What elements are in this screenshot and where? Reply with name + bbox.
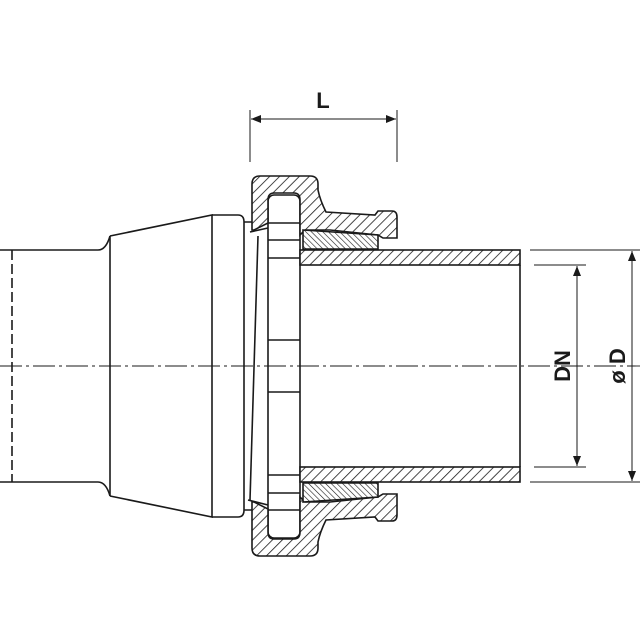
dimension-D [530, 249, 640, 483]
union-nut-top [251, 175, 398, 239]
label-D: ø D [605, 348, 630, 383]
right-pipe [299, 249, 521, 483]
union-nut-bottom [251, 493, 398, 557]
label-L: L [316, 88, 329, 113]
label-DN: DN [550, 350, 575, 382]
seal-bottom [302, 482, 379, 503]
seal-top [302, 229, 379, 250]
dimension-L [249, 110, 398, 162]
dimension-DN [534, 264, 586, 468]
clamp-ring [267, 194, 301, 539]
